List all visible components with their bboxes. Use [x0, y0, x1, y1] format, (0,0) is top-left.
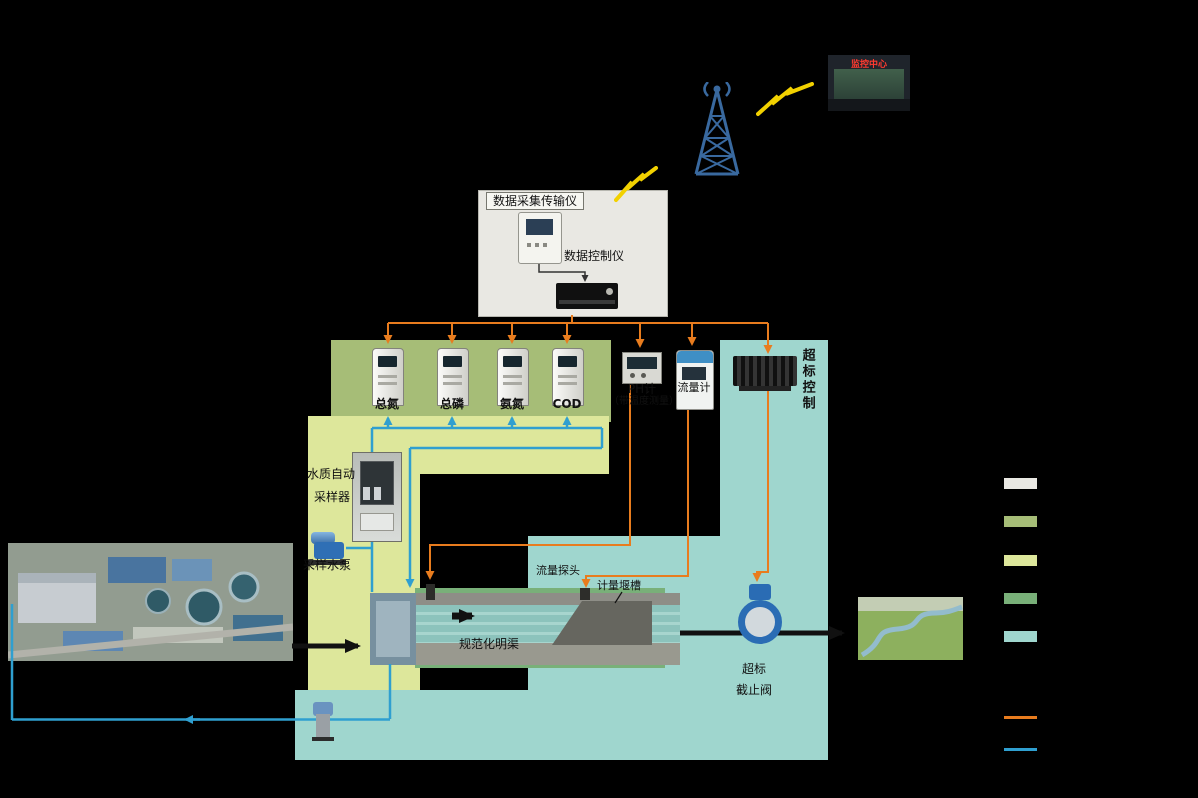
- legend-line-water-sample: [1004, 748, 1037, 751]
- ph-meter-button: [630, 373, 635, 378]
- legend-swatch-teal-area: [1004, 631, 1037, 642]
- exceed-control-label: 超标控制: [799, 348, 815, 412]
- flow-meter-device: [676, 350, 714, 410]
- control-desk: [828, 99, 910, 111]
- monitoring-center-photo: 监控中心: [828, 55, 910, 111]
- device-knob: [606, 288, 613, 295]
- shutoff-valve-device: [736, 584, 784, 662]
- device-vent: [559, 300, 615, 304]
- legend-swatch-green-area: [1004, 593, 1037, 604]
- legend-swatch-gray-panel: [1004, 478, 1037, 489]
- pump-body: [316, 714, 330, 737]
- analyzer-screen: [378, 356, 397, 367]
- ph-meter-screen: [627, 357, 657, 369]
- river-photo: [858, 597, 963, 660]
- analyzer-label-total-phosphorus: 总磷: [439, 397, 464, 411]
- analyzer-slot: [558, 382, 577, 385]
- flow-meter-cap: [677, 351, 713, 363]
- legend-swatch-olive-panel: [1004, 516, 1037, 527]
- analyzer-slot: [503, 375, 522, 378]
- analyzer-label-ammonia: 氨氮: [499, 397, 524, 411]
- flow-probe-icon: [580, 588, 590, 600]
- flow-meter-screen: [682, 367, 706, 380]
- analyzer-label-cod: COD: [552, 397, 582, 411]
- valve-actuator: [749, 584, 771, 600]
- sampler-panel: [360, 513, 394, 531]
- sampler-bottle: [363, 487, 370, 500]
- flow-probe-label: 流量探头: [536, 564, 580, 577]
- data-logger-screen: [526, 219, 553, 235]
- channel-inlet-inner: [376, 601, 410, 657]
- data-controller-device: [556, 283, 618, 309]
- pump-base: [308, 560, 346, 565]
- ph-meter-button: [641, 373, 646, 378]
- channel-label: 规范化明渠: [459, 637, 520, 651]
- analyzer-slot: [503, 382, 522, 385]
- lightning-icon-daq-to-tower: [614, 166, 660, 204]
- legend-swatch-yellow-green-panel: [1004, 555, 1037, 566]
- valve-label-line1: 超标: [742, 662, 767, 676]
- valve-disc: [738, 600, 782, 644]
- sampler-label-line1: 水质自动: [307, 467, 356, 481]
- open-channel-graphic: [370, 593, 680, 665]
- device-base: [739, 386, 791, 391]
- return-pump-device: [312, 702, 334, 742]
- daq-label: 数据采集传输仪: [486, 192, 585, 211]
- ph-meter-device: [622, 352, 662, 384]
- data-logger-button: [535, 243, 539, 247]
- data-logger-device: [518, 212, 562, 264]
- analyzer-label-total-nitrogen: 总氮: [374, 397, 399, 411]
- pump-motor: [313, 702, 333, 716]
- ph-meter-note: （带温度测量）: [609, 396, 679, 407]
- analyzer-slot: [378, 375, 397, 378]
- radio-tower-icon: [684, 81, 750, 178]
- valve-label-line2: 截止阀: [736, 683, 773, 697]
- analyzer-screen: [503, 356, 522, 367]
- channel-wall-bottom: [370, 643, 680, 665]
- pump-body: [314, 542, 344, 559]
- exceed-control-device: [733, 356, 797, 391]
- video-wall: [834, 69, 904, 101]
- weir-label: 计量堰槽: [597, 579, 641, 592]
- sampling-pump-label: 采样水泵: [303, 558, 352, 572]
- analyzer-slot: [558, 375, 577, 378]
- analyzer-screen: [558, 356, 577, 367]
- sampler-bottle: [374, 487, 381, 500]
- data-logger-button: [527, 243, 531, 247]
- data-controller-label: 数据控制仪: [564, 249, 625, 263]
- analyzer-slot: [378, 382, 397, 385]
- lightning-icon-tower-to-center: [756, 82, 816, 118]
- ph-meter-label: PH计: [627, 382, 657, 396]
- pump-motor: [311, 532, 335, 544]
- treatment-plant-photo: [8, 543, 293, 661]
- ph-probe-icon: [426, 584, 435, 600]
- analyzer-screen: [443, 356, 462, 367]
- pump-base: [312, 737, 334, 741]
- legend-line-signal: [1004, 716, 1037, 719]
- analyzer-slot: [443, 382, 462, 385]
- sampling-pump-device: [308, 532, 346, 566]
- analyzer-slot: [443, 375, 462, 378]
- flow-meter-label: 流量计: [677, 381, 711, 394]
- analyzer-cabinet-total-nitrogen: [372, 348, 404, 406]
- monitoring-center-label: 监控中心: [850, 60, 887, 70]
- data-logger-button: [543, 243, 547, 247]
- auto-sampler-device: [352, 452, 402, 542]
- sampler-label-line2: 采样器: [314, 490, 351, 504]
- teal-region-bottom: [295, 690, 828, 760]
